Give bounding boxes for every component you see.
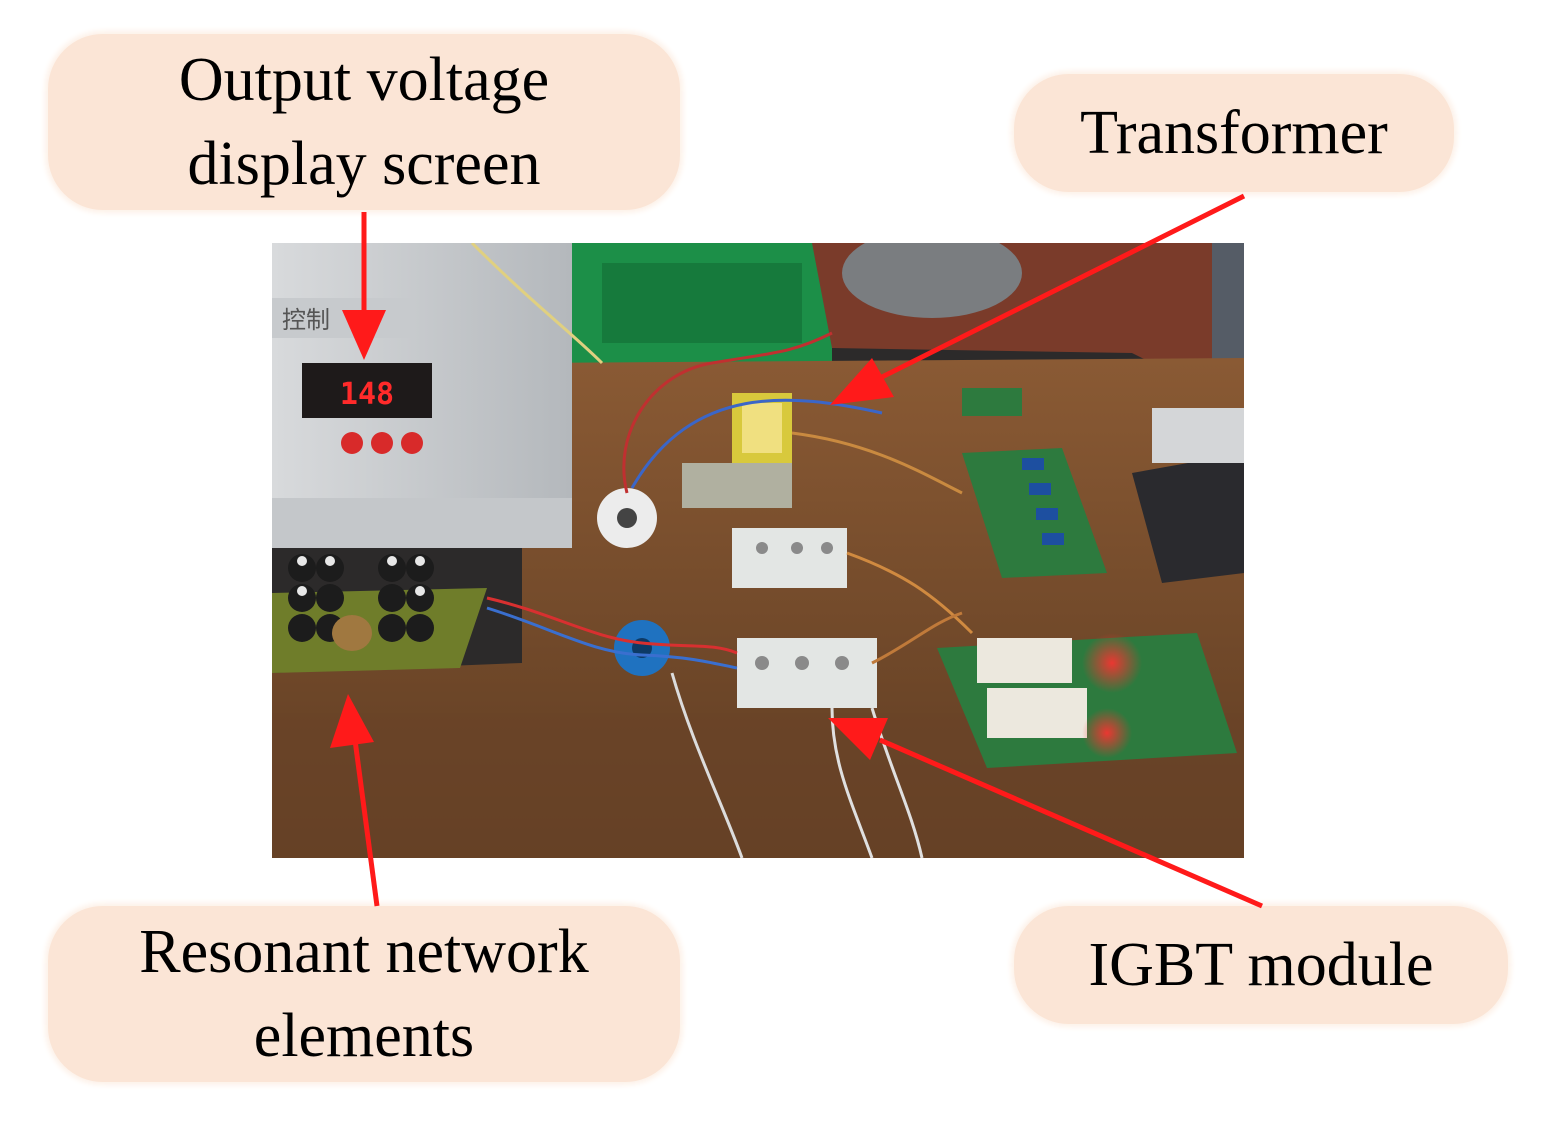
voltage-display <box>302 363 432 418</box>
driver-board <box>962 448 1107 578</box>
control-knob <box>371 432 393 454</box>
output-voltage-label-line1: Output voltage <box>178 46 550 114</box>
cabinet-panel-text: 控制 <box>282 306 330 334</box>
igbt-module-upper <box>732 528 847 588</box>
igbt-label: IGBT module <box>1088 931 1434 999</box>
capacitor-bank <box>288 554 434 642</box>
resonant-label-line1: Resonant network <box>139 918 589 986</box>
power-module <box>977 638 1072 683</box>
output-voltage-label-line2: display screen <box>187 130 541 198</box>
igbt-module-lower <box>737 638 877 708</box>
dsp-controller <box>1132 453 1244 583</box>
photo-illustration: 控制 148 <box>272 243 1244 858</box>
control-knob <box>341 432 363 454</box>
resonant-label-line2: elements <box>253 1002 475 1070</box>
transformer-label: Transformer <box>1080 99 1388 167</box>
indicator-led-glow <box>1082 633 1142 693</box>
control-knob <box>401 432 423 454</box>
output-voltage-callout: Output voltage display screen <box>48 34 680 210</box>
power-module <box>987 688 1087 738</box>
transformer-base <box>682 463 792 508</box>
igbt-module-callout: IGBT module <box>1014 906 1508 1024</box>
inductor <box>332 615 372 651</box>
voltage-display-reading: 148 <box>340 377 394 412</box>
transformer-callout: Transformer <box>1014 74 1454 192</box>
lab-setup-photo: 控制 148 <box>272 243 1244 858</box>
resonant-network-callout: Resonant network elements <box>48 906 680 1082</box>
